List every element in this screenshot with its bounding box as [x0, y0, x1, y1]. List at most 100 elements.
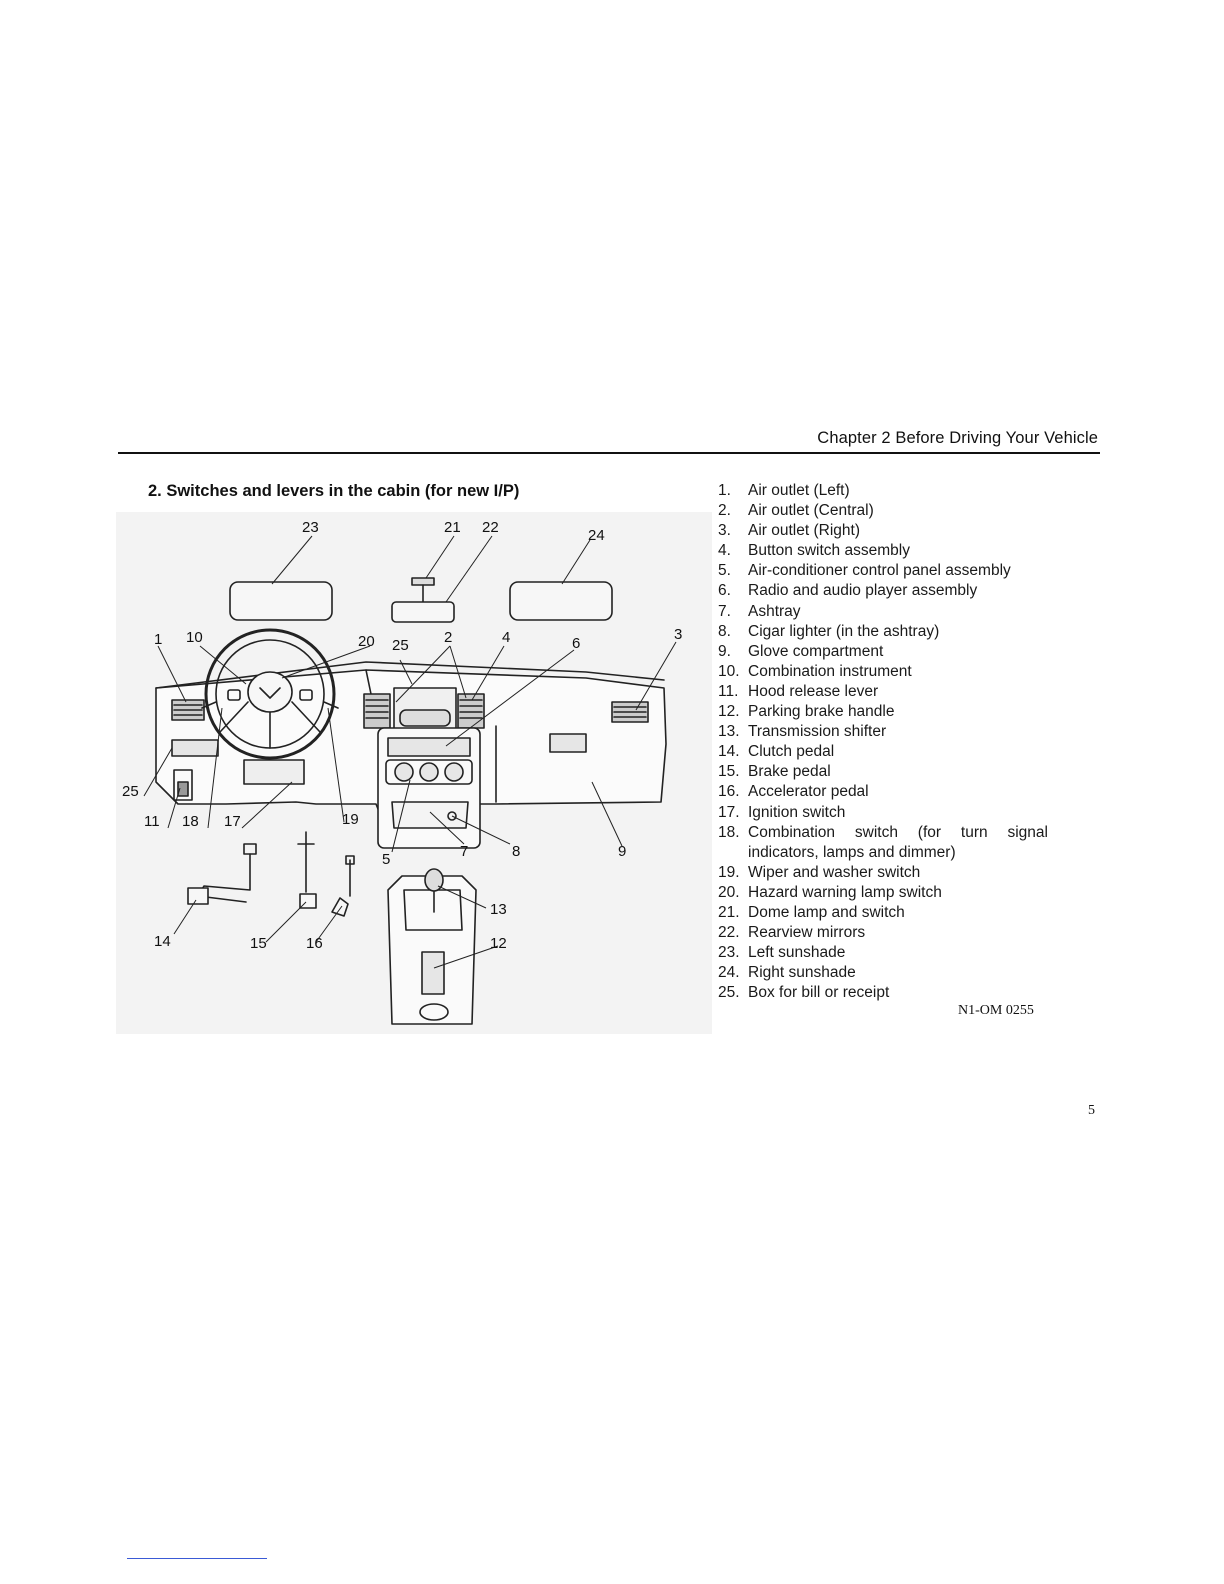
parts-list-item: 19. Wiper and washer switch — [718, 863, 1048, 883]
callout-25-left: 25 — [122, 783, 139, 800]
parts-list-item: 23. Left sunshade — [718, 943, 1048, 963]
parts-list-item: 17. Ignition switch — [718, 803, 1048, 823]
parts-list-number: 10. — [718, 662, 740, 680]
parts-list-number: 3. — [718, 522, 731, 540]
parts-list-text: Glove compartment — [748, 642, 884, 660]
parts-list-text: Air outlet (Central) — [748, 502, 874, 520]
parts-list-item: 6. Radio and audio player assembly — [718, 581, 1048, 601]
parts-list-text: Cigar lighter (in the ashtray) — [748, 622, 940, 640]
parts-list-item: 9. Glove compartment — [718, 642, 1048, 662]
parts-list-text: Brake pedal — [748, 763, 831, 781]
parts-list-item: 1. Air outlet (Left) — [718, 481, 1048, 501]
callout-15: 15 — [250, 935, 267, 952]
parts-list-text: Box for bill or receipt — [748, 984, 890, 1002]
parts-list-number: 4. — [718, 542, 731, 560]
callout-21: 21 — [444, 519, 461, 536]
parts-list-item: 13. Transmission shifter — [718, 722, 1048, 742]
parts-list-number: 22. — [718, 924, 740, 942]
parts-list-item: 20.Hazard warning lamp switch — [718, 883, 1048, 903]
parts-list-item: 2. Air outlet (Central) — [718, 501, 1048, 521]
footnote-rule — [127, 1558, 267, 1559]
figure-code: N1-OM 0255 — [958, 1003, 1034, 1018]
callout-12: 12 — [490, 935, 507, 952]
parts-list-number: 9. — [718, 642, 731, 660]
parts-list: 1. Air outlet (Left) 2. Air outlet (Central… — [718, 481, 1048, 1003]
parts-list-item: 16. Accelerator pedal — [718, 782, 1048, 802]
parts-list-number: 15. — [718, 763, 740, 781]
callout-2: 2 — [444, 629, 452, 646]
callout-20: 20 — [358, 633, 375, 650]
parts-list-text: Hood release lever — [748, 682, 879, 700]
parts-list-item: 24. Right sunshade — [718, 963, 1048, 983]
callout-3: 3 — [674, 626, 682, 643]
parts-list-number: 8. — [718, 622, 731, 640]
parts-list-text: Wiper and washer switch — [748, 863, 921, 881]
parts-list-number: 23. — [718, 944, 740, 962]
parts-list-number: 5. — [718, 562, 731, 580]
parts-list-number: 7. — [718, 602, 731, 620]
parts-list-number: 12. — [718, 703, 740, 721]
callout-24: 24 — [588, 527, 605, 544]
parts-list-number: 25. — [718, 984, 740, 1002]
parts-list-text: Hazard warning lamp switch — [748, 883, 942, 901]
parts-list-text: Left sunshade — [748, 944, 846, 962]
parts-list-text: Combination switch (for turn signal — [748, 823, 1048, 841]
parts-list-number: 19. — [718, 863, 740, 881]
callout-13: 13 — [490, 901, 507, 918]
parts-list-text: Accelerator pedal — [748, 783, 869, 801]
parts-list-item: 8. Cigar lighter (in the ashtray) — [718, 622, 1048, 642]
parts-list-number: 24. — [718, 964, 740, 982]
parts-list-text: Combination instrument — [748, 662, 912, 680]
cabin-diagram-drawing: 23 21 22 24 1 10 20 25 2 4 6 3 25 11 18 … — [122, 519, 682, 1025]
parts-list-number: 6. — [718, 582, 731, 600]
parts-list-text: Right sunshade — [748, 964, 856, 982]
parts-list-number: 18. — [718, 823, 740, 841]
callout-5: 5 — [382, 851, 390, 868]
parts-list-number: 13. — [718, 723, 740, 741]
parts-list-number: 16. — [718, 783, 740, 801]
callout-9: 9 — [618, 843, 626, 860]
parts-list-text: Air outlet (Right) — [748, 522, 860, 540]
parts-list-text: Transmission shifter — [748, 723, 887, 741]
parts-list-text: Radio and audio player assembly — [748, 582, 978, 600]
parts-list-number: 17. — [718, 803, 740, 821]
callout-1: 1 — [154, 631, 162, 648]
parts-list-number: 14. — [718, 743, 740, 761]
parts-list-number: 2. — [718, 502, 731, 520]
parts-list-item: 3. Air outlet (Right) — [718, 521, 1048, 541]
parts-list-item: 12.Parking brake handle — [718, 702, 1048, 722]
parts-list-text: Air-conditioner control panel assembly — [748, 562, 1011, 580]
parts-list-text-continued: indicators, lamps and dimmer) — [748, 843, 956, 861]
callout-10: 10 — [186, 629, 203, 646]
callout-7: 7 — [460, 843, 468, 860]
parts-list-item: 15. Brake pedal — [718, 762, 1048, 782]
callout-18: 18 — [182, 813, 199, 830]
parts-list-number: 1. — [718, 482, 731, 499]
parts-list-text: Rearview mirrors — [748, 924, 866, 942]
parts-list-text: Ignition switch — [748, 803, 846, 821]
parts-list-number: 21. — [718, 903, 740, 921]
callout-17: 17 — [224, 813, 241, 830]
callout-16: 16 — [306, 935, 323, 952]
parts-list-item: 11. Hood release lever — [718, 682, 1048, 702]
parts-list-item: 18. Combination switch (for turn signal in… — [718, 823, 1048, 863]
callout-6: 6 — [572, 635, 580, 652]
callout-8: 8 — [512, 843, 520, 860]
parts-list-text: Clutch pedal — [748, 743, 835, 761]
parts-list-number: 11. — [718, 682, 739, 700]
callout-4: 4 — [502, 629, 510, 646]
parts-list-text: Button switch assembly — [748, 542, 910, 560]
parts-list-item: 21. Dome lamp and switch — [718, 903, 1048, 923]
parts-list-item: 4. Button switch assembly — [718, 541, 1048, 561]
page-number: 5 — [1088, 1103, 1095, 1118]
parts-list-item: 5. Air-conditioner control panel assembly — [718, 561, 1048, 581]
parts-list-text: Ashtray — [748, 602, 801, 620]
callout-23: 23 — [302, 519, 319, 536]
parts-list-item: 14. Clutch pedal — [718, 742, 1048, 762]
parts-list-text: Air outlet (Left) — [748, 482, 850, 499]
parts-list-item: 22. Rearview mirrors — [718, 923, 1048, 943]
parts-list-item: 25. Box for bill or receipt — [718, 983, 1048, 1003]
cabin-diagram: 23 21 22 24 1 10 20 25 2 4 6 3 25 11 18 … — [116, 512, 712, 1034]
parts-list-text: Dome lamp and switch — [748, 903, 905, 921]
parts-list-item: 7. Ashtray — [718, 602, 1048, 622]
